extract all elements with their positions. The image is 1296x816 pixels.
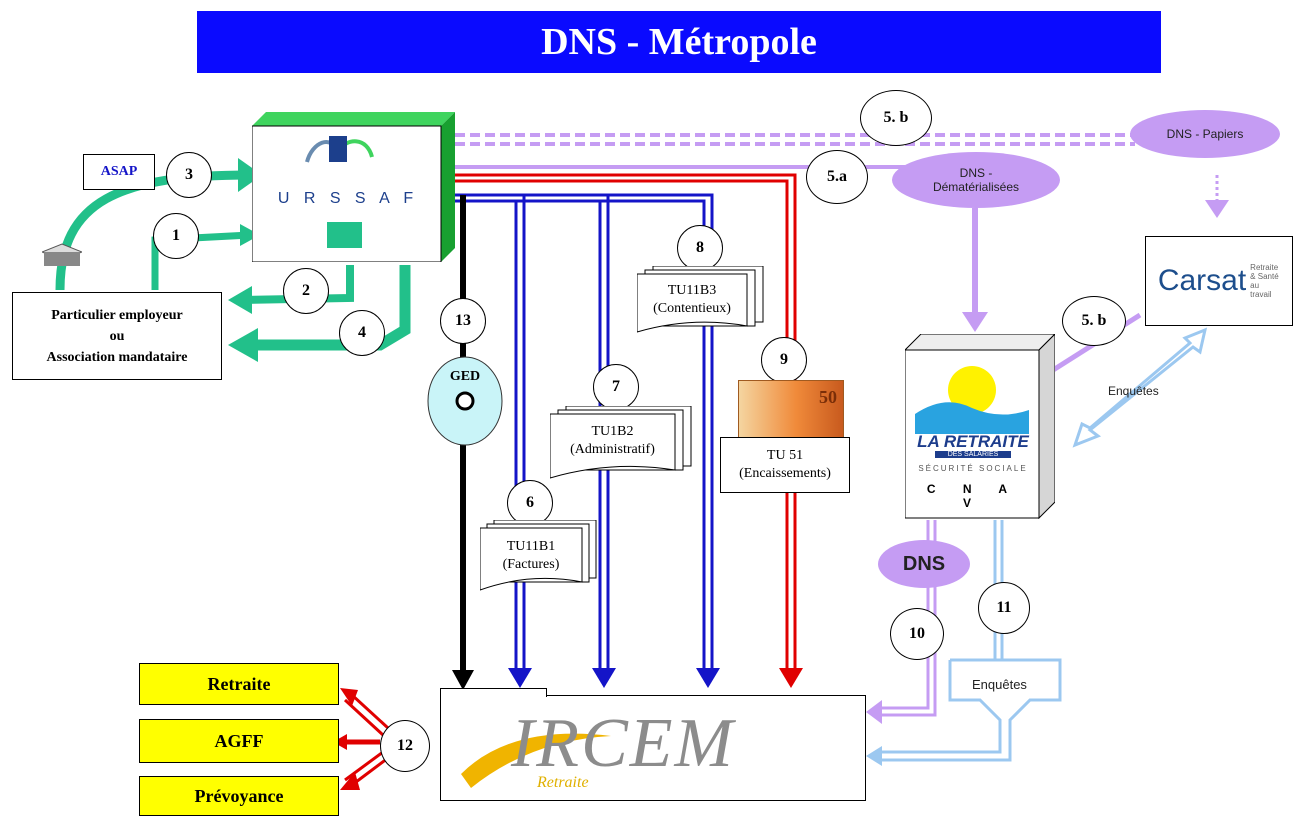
ged-label: GED bbox=[449, 369, 481, 384]
tu11b1-title: TU11B1 bbox=[506, 539, 556, 554]
doc-tu11b1: TU11B1 (Factures) bbox=[479, 519, 600, 594]
enquetes-top-label: Enquêtes bbox=[1108, 384, 1159, 398]
urssaf-label: U R S S A F bbox=[277, 190, 419, 207]
employer-line2: ou bbox=[109, 328, 125, 344]
urssaf-node: U R S S A F bbox=[251, 112, 455, 263]
doc-tu11b3: TU11B3 (Contentieux) bbox=[636, 265, 767, 336]
step-7: 7 bbox=[593, 364, 639, 410]
carsat-sub: Retraite & Santé au travail bbox=[1250, 263, 1279, 299]
carsat-box: Carsat Retraite & Santé au travail bbox=[1145, 236, 1293, 326]
tu1b2-title: TU1B2 bbox=[591, 424, 634, 439]
enquetes-bottom-label: Enquêtes bbox=[972, 677, 1027, 692]
step-4: 4 bbox=[339, 310, 385, 356]
tu11b3-sub: (Contentieux) bbox=[653, 301, 731, 316]
ircem-sub: Retraite bbox=[537, 774, 589, 791]
employer-line1: Particulier employeur bbox=[51, 307, 183, 323]
banknote-image: 50 bbox=[738, 380, 844, 440]
asap-box: ASAP bbox=[83, 154, 155, 190]
cnav-secu: SÉCURITÉ SOCIALE bbox=[918, 464, 1028, 473]
step-1: 1 bbox=[153, 213, 199, 259]
step-6: 6 bbox=[507, 480, 553, 526]
cnav-node: LA RETRAITE DES SALARIÉS SÉCURITÉ SOCIAL… bbox=[903, 332, 1057, 520]
paper-stack-icon bbox=[40, 240, 84, 270]
cnav-sub: DES SALARIÉS bbox=[935, 451, 1011, 458]
employer-box: Particulier employeur ou Association man… bbox=[12, 292, 222, 380]
flow-4 bbox=[245, 265, 411, 351]
tu51-title: TU 51 bbox=[766, 448, 804, 463]
dns-demat-label: DNS - Dématérialisées bbox=[932, 166, 1020, 194]
cnav-letters: C N A V bbox=[926, 482, 1020, 510]
output-prevoyance: Prévoyance bbox=[139, 776, 339, 816]
dns-papiers-oval: DNS - Papiers bbox=[1130, 110, 1280, 158]
output-agff: AGFF bbox=[139, 719, 339, 763]
step-9: 9 bbox=[761, 337, 807, 383]
tu51-box: TU 51 (Encaissements) bbox=[720, 437, 850, 493]
banknote-value: 50 bbox=[819, 387, 837, 407]
step-12: 12 bbox=[380, 720, 430, 772]
asap-label: ASAP bbox=[100, 164, 138, 179]
page-title: DNS - Métropole bbox=[197, 11, 1161, 73]
urssaf-box-shape bbox=[251, 112, 455, 263]
tu51-sub: (Encaissements) bbox=[739, 466, 831, 481]
ircem-tab bbox=[440, 688, 547, 697]
step-13: 13 bbox=[440, 298, 486, 344]
step-2: 2 bbox=[283, 268, 329, 314]
ircem-box: IRCEM Retraite bbox=[440, 695, 866, 801]
flow-2 bbox=[239, 265, 354, 304]
step-10: 10 bbox=[890, 608, 944, 660]
tu11b3-title: TU11B3 bbox=[667, 283, 717, 298]
ircem-logo: IRCEM bbox=[511, 705, 735, 782]
carsat-logo: Carsat bbox=[1157, 264, 1247, 297]
step-5b-right: 5. b bbox=[1062, 296, 1126, 346]
output-retraite: Retraite bbox=[139, 663, 339, 705]
dns-bubble: DNS bbox=[878, 540, 970, 588]
step-3: 3 bbox=[166, 152, 212, 198]
step-5a: 5.a bbox=[806, 150, 868, 204]
tu1b2-sub: (Administratif) bbox=[570, 442, 655, 457]
dns-dematerialisees-oval: DNS - Dématérialisées bbox=[892, 152, 1060, 208]
step-8: 8 bbox=[677, 225, 723, 271]
tu11b1-sub: (Factures) bbox=[502, 557, 560, 572]
doc-tu1b2: TU1B2 (Administratif) bbox=[549, 405, 695, 482]
ged-disc: GED bbox=[426, 355, 504, 447]
step-11: 11 bbox=[978, 582, 1030, 634]
step-5b-top: 5. b bbox=[860, 90, 932, 146]
cnav-logo-text: LA RETRAITE bbox=[917, 432, 1029, 451]
employer-line3: Association mandataire bbox=[46, 349, 188, 365]
